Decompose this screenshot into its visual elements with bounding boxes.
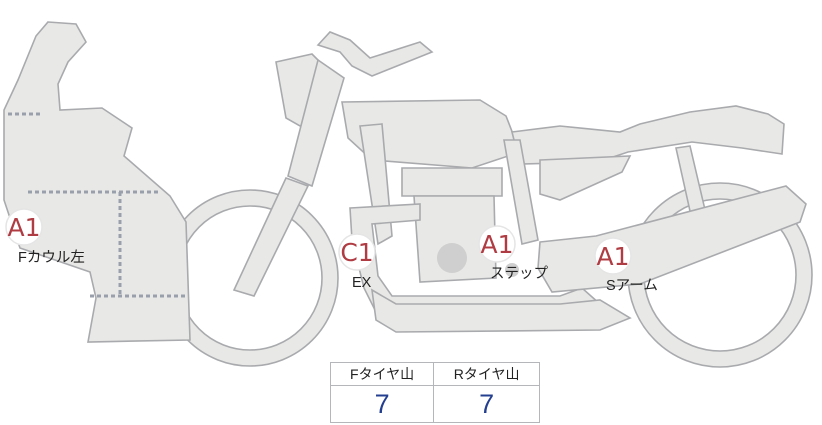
engine-block: [413, 195, 497, 283]
tail-cowl: [539, 155, 632, 201]
frame-rear: [503, 139, 539, 245]
column-header-rear-tire: Rタイヤ山: [433, 362, 540, 386]
fork-top: [287, 58, 345, 188]
tire-tread-table: Fタイヤ山 Rタイヤ山 7 7: [329, 362, 540, 423]
engine-head: [401, 167, 503, 197]
badge-code: A1: [7, 213, 40, 242]
column-header-front-tire: Fタイヤ山: [329, 362, 435, 386]
badge-code: C1: [340, 238, 373, 267]
exhaust-muffler: [370, 288, 632, 333]
badge-label: Sアーム: [606, 278, 658, 294]
front-fork: [232, 176, 310, 297]
damage-badge[interactable]: A1 Sアーム: [594, 237, 658, 294]
damage-badge[interactable]: C1 EX: [338, 233, 376, 291]
badge-label: ステップ: [490, 265, 548, 282]
badge-label: EX: [352, 275, 372, 291]
engine-cover: [437, 243, 467, 273]
front-cowl: [3, 21, 191, 343]
damage-badge[interactable]: A1 Fカウル左: [5, 208, 85, 266]
rear-tire-value: 7: [433, 385, 540, 423]
front-tire-value: 7: [329, 385, 435, 423]
badge-label: Fカウル左: [18, 249, 85, 266]
table-header-row: Fタイヤ山 Rタイヤ山: [329, 362, 540, 386]
step-pivot: [505, 263, 519, 277]
badge-code: A1: [596, 242, 629, 271]
seat: [511, 105, 785, 165]
handlebar: [316, 31, 434, 77]
fuel-tank: [341, 99, 522, 169]
cowl-zone-lines: [8, 112, 188, 298]
table-row: 7 7: [329, 385, 540, 423]
badge-code: A1: [480, 230, 513, 259]
damage-badge[interactable]: A1 ステップ: [478, 225, 548, 282]
